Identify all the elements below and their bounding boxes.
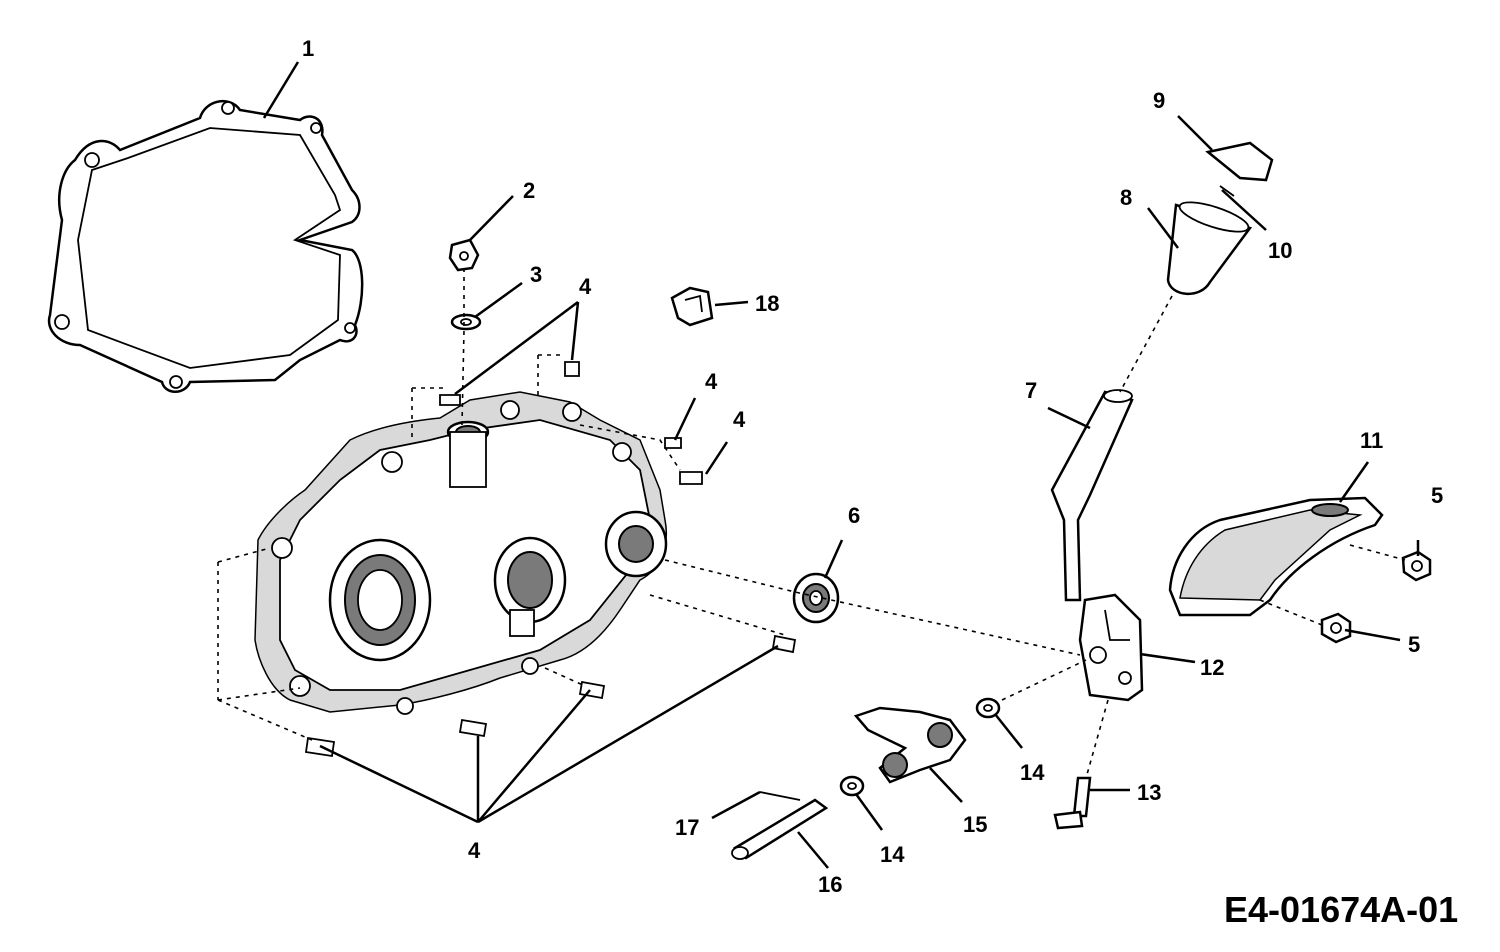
part-pin-17 <box>759 791 801 801</box>
callout-14-left: 14 <box>880 842 905 867</box>
callout-4-top: 4 <box>579 274 592 299</box>
part-detent-lever <box>853 706 967 784</box>
callout-5-top: 5 <box>1431 483 1443 508</box>
part-gasket <box>47 99 364 393</box>
callout-17: 17 <box>675 815 699 840</box>
parts-washers-14 <box>839 697 1001 797</box>
part-breather-cap <box>448 238 480 272</box>
bolts-4 <box>304 361 797 758</box>
callout-16: 16 <box>818 872 842 897</box>
callout-14-right: 14 <box>1020 760 1045 785</box>
part-bolt-13 <box>1053 776 1092 830</box>
parts-nuts-5 <box>1320 550 1432 644</box>
leader-lines <box>262 61 1420 869</box>
callout-15: 15 <box>963 812 987 837</box>
callout-4-bottom: 4 <box>468 838 481 863</box>
part-housing <box>254 391 668 715</box>
callout-4-right: 4 <box>733 407 746 432</box>
part-clip <box>670 286 714 327</box>
callout-11: 11 <box>1360 428 1383 453</box>
callout-13: 13 <box>1137 780 1161 805</box>
part-knob <box>1166 201 1253 296</box>
callout-1: 1 <box>302 36 314 61</box>
callout-5-bottom: 5 <box>1408 632 1420 657</box>
callout-9: 9 <box>1153 88 1165 113</box>
callout-12: 12 <box>1200 655 1224 680</box>
callout-8: 8 <box>1120 185 1132 210</box>
part-washer <box>450 313 482 331</box>
callout-3: 3 <box>530 262 542 287</box>
drawing-code: E4-01674A-01 <box>1224 889 1458 930</box>
part-cover <box>1168 496 1384 617</box>
callout-2: 2 <box>523 178 535 203</box>
callout-6: 6 <box>848 503 860 528</box>
callout-7: 7 <box>1025 378 1037 403</box>
callout-18: 18 <box>755 291 779 316</box>
callout-10: 10 <box>1268 238 1292 263</box>
part-decal <box>1205 141 1274 182</box>
part-seal <box>792 572 840 624</box>
part-pin-10 <box>1219 185 1235 197</box>
callout-labels: 1 2 3 4 4 4 4 4 5 5 6 7 8 9 10 11 12 13 … <box>302 36 1443 897</box>
part-shift-lever <box>1050 389 1134 602</box>
part-lever-bracket <box>1078 593 1144 702</box>
assembly-guide-lines <box>217 268 1406 779</box>
part-pin-16 <box>731 798 829 860</box>
callout-4-mid: 4 <box>705 369 718 394</box>
